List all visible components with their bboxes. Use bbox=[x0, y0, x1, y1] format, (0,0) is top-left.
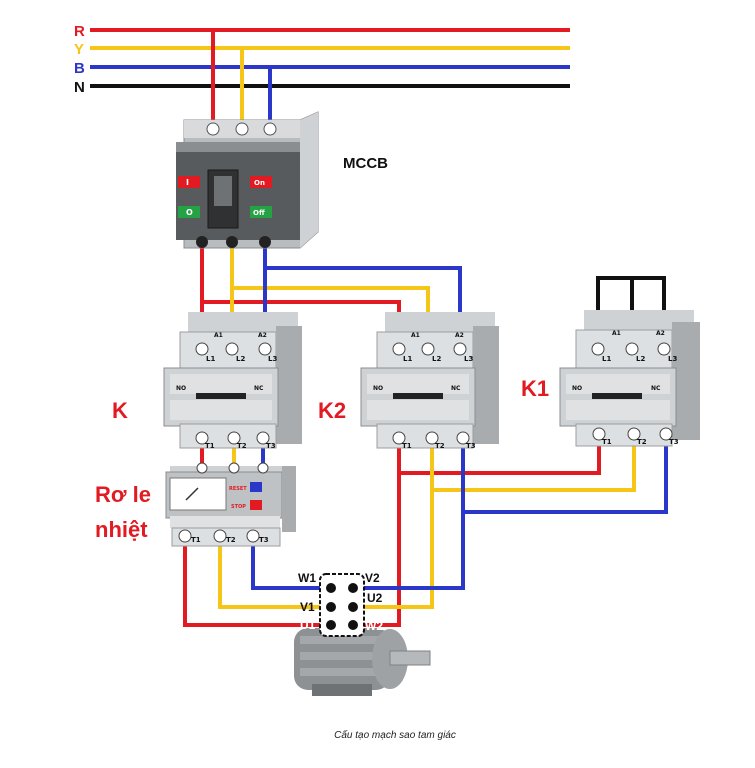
k2-term-t3: T3 bbox=[466, 442, 476, 450]
wire-b-k2-to-k1 bbox=[461, 440, 668, 514]
mccb-right-green-text: Off bbox=[253, 209, 265, 217]
k1-term-t1: T1 bbox=[602, 438, 612, 446]
bus-label-r: R bbox=[74, 23, 85, 40]
k-term-a1: A1 bbox=[214, 332, 223, 339]
k2-aux-nc: NC bbox=[451, 385, 461, 392]
motor-terminal-u1: U1 bbox=[300, 618, 316, 632]
k2-term-l3: L3 bbox=[464, 355, 473, 363]
contactor-k2: L1 L2 L3 T1 T2 T3 A1 A2 NO NC K2 bbox=[318, 312, 499, 450]
k-term-t2: T2 bbox=[237, 442, 247, 450]
bus-lines: R Y B N bbox=[74, 23, 570, 96]
relay-reset-button[interactable] bbox=[250, 482, 262, 492]
contactor-k1-label: K1 bbox=[521, 376, 549, 401]
k-term-l1: L1 bbox=[206, 355, 215, 363]
contactor-k: L1 L2 L3 T1 T2 T3 A1 A2 NO NC K bbox=[112, 312, 302, 450]
relay-term-t3: T3 bbox=[259, 536, 269, 544]
k-term-l2: L2 bbox=[236, 355, 245, 363]
k-aux-no: NO bbox=[176, 385, 186, 392]
motor: W1 V1 U1 V2 U2 W2 bbox=[294, 571, 431, 696]
contactor-k-label: K bbox=[112, 398, 128, 423]
wire-b-k2-to-motor bbox=[355, 512, 465, 590]
mccb-label: MCCB bbox=[343, 155, 388, 172]
k1-term-t2: T2 bbox=[637, 438, 647, 446]
k1-term-l3: L3 bbox=[668, 355, 677, 363]
mccb-right-red-indicator bbox=[250, 176, 272, 188]
k-term-a2: A2 bbox=[258, 332, 267, 339]
overload-relay: RESET STOP T1 T2 T3 Rơ le nhiệt bbox=[95, 462, 296, 547]
relay-stop-text: STOP bbox=[231, 504, 246, 510]
motor-terminal-w1: W1 bbox=[298, 571, 316, 585]
wire-b-relay-to-motor bbox=[251, 545, 330, 590]
k-term-l3: L3 bbox=[268, 355, 277, 363]
k1-term-l2: L2 bbox=[636, 355, 645, 363]
overload-relay-label-line2: nhiệt bbox=[95, 517, 148, 542]
k2-term-l2: L2 bbox=[432, 355, 441, 363]
k-term-t1: T1 bbox=[205, 442, 215, 450]
mccb-left-green-text: O bbox=[186, 208, 193, 217]
k1-term-l1: L1 bbox=[602, 355, 611, 363]
relay-reset-text: RESET bbox=[229, 486, 247, 492]
wire-y-k2-to-k1 bbox=[430, 440, 636, 492]
k1-aux-nc: NC bbox=[651, 385, 661, 392]
relay-term-t2: T2 bbox=[226, 536, 236, 544]
motor-shaft bbox=[389, 650, 431, 666]
mccb: I O On Off MCCB bbox=[176, 111, 388, 249]
mccb-left-red-text: I bbox=[186, 178, 189, 187]
k2-term-a1: A1 bbox=[411, 332, 420, 339]
k2-term-a2: A2 bbox=[455, 332, 464, 339]
overload-relay-label-line1: Rơ le bbox=[95, 482, 151, 507]
mccb-right-red-text: On bbox=[254, 179, 265, 187]
wire-r-relay-to-motor bbox=[183, 545, 330, 627]
k2-term-t1: T1 bbox=[402, 442, 412, 450]
motor-terminal-v2: V2 bbox=[365, 571, 380, 585]
k1-term-t3: T3 bbox=[669, 438, 679, 446]
k1-term-a1: A1 bbox=[612, 330, 621, 337]
relay-dial[interactable] bbox=[169, 477, 227, 511]
bus-label-b: B bbox=[74, 60, 85, 77]
k2-aux-no: NO bbox=[373, 385, 383, 392]
motor-terminal-v1: V1 bbox=[300, 600, 315, 614]
mccb-left-red-indicator bbox=[178, 176, 200, 188]
wire-y-k2-to-motor bbox=[355, 490, 434, 609]
caption: Cấu tạo mạch sao tam giác bbox=[334, 729, 456, 741]
k1-aux-no: NO bbox=[572, 385, 582, 392]
k2-term-t2: T2 bbox=[435, 442, 445, 450]
motor-terminal-u2: U2 bbox=[367, 591, 383, 605]
relay-term-t1: T1 bbox=[191, 536, 201, 544]
contactor-k1: L1 L2 L3 T1 T2 T3 A1 A2 NO NC K1 bbox=[521, 310, 700, 447]
wire-y-relay-to-motor bbox=[218, 545, 330, 609]
bus-label-n: N bbox=[74, 79, 85, 96]
relay-stop-button[interactable] bbox=[250, 500, 262, 510]
contactor-k2-label: K2 bbox=[318, 398, 346, 423]
bus-label-y: Y bbox=[74, 41, 84, 58]
wire-r-k2-to-motor bbox=[355, 473, 401, 627]
motor-terminal-w2: W2 bbox=[365, 619, 383, 633]
k2-term-l1: L1 bbox=[403, 355, 412, 363]
mccb-right-green-indicator bbox=[250, 206, 272, 218]
mccb-left-green-indicator bbox=[178, 206, 200, 218]
wire-r-k2-to-k1 bbox=[397, 440, 601, 475]
k-aux-nc: NC bbox=[254, 385, 264, 392]
k-term-t3: T3 bbox=[266, 442, 276, 450]
k1-term-a2: A2 bbox=[656, 330, 665, 337]
wire-b-bus-to-mccb bbox=[268, 65, 280, 120]
